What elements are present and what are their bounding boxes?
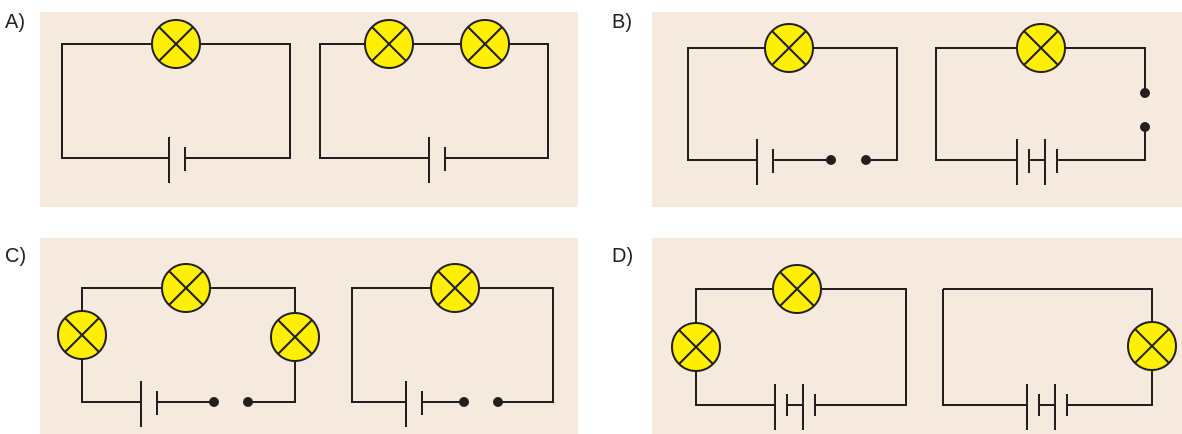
lamp-icon — [161, 263, 211, 313]
circuit-D-right — [942, 288, 1177, 430]
lamp-icon — [460, 19, 510, 69]
lamp-icon — [1127, 321, 1177, 371]
switch-contact-icon — [209, 397, 219, 407]
circuit-B-left — [687, 23, 898, 185]
lamp-icon — [364, 19, 414, 69]
circuit-C-left — [57, 263, 320, 427]
switch-contact-icon — [826, 155, 836, 165]
circuit-B-right — [935, 23, 1150, 185]
lamp-icon — [671, 322, 721, 372]
switch-contact-icon — [1140, 88, 1150, 98]
option-label-C[interactable]: C) — [5, 245, 26, 267]
lamp-icon — [1016, 23, 1066, 73]
lamp-icon — [772, 264, 822, 314]
switch-contact-icon — [459, 397, 469, 407]
circuit-A-left — [61, 19, 291, 183]
lamp-icon — [57, 310, 107, 360]
lamp-icon — [151, 19, 201, 69]
switch-contact-icon — [493, 397, 503, 407]
option-label-D[interactable]: D) — [612, 245, 633, 267]
circuit-C-right — [351, 263, 554, 427]
circuit-A-right — [319, 19, 549, 183]
panel-D — [652, 238, 1182, 434]
circuit-D-left — [671, 264, 907, 430]
lamp-icon — [764, 23, 814, 73]
switch-contact-icon — [243, 397, 253, 407]
lamp-icon — [270, 312, 320, 362]
lamp-icon — [430, 263, 480, 313]
switch-contact-icon — [1140, 122, 1150, 132]
option-label-A[interactable]: A) — [5, 11, 25, 33]
switch-contact-icon — [861, 155, 871, 165]
option-label-B[interactable]: B) — [612, 11, 632, 33]
panel-B — [652, 12, 1182, 207]
